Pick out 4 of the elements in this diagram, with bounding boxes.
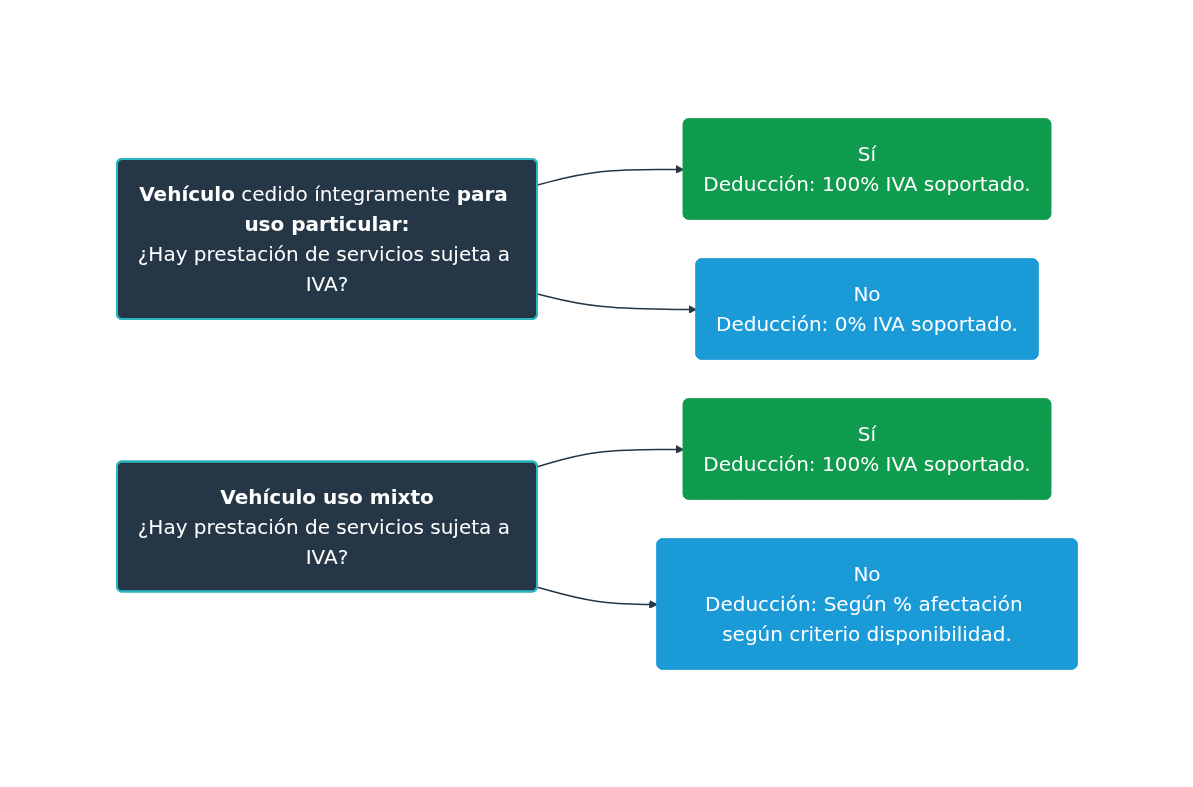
arrow (536, 586, 658, 609)
arrow (536, 292, 697, 314)
arrow (536, 444, 684, 467)
arrow (536, 164, 684, 186)
